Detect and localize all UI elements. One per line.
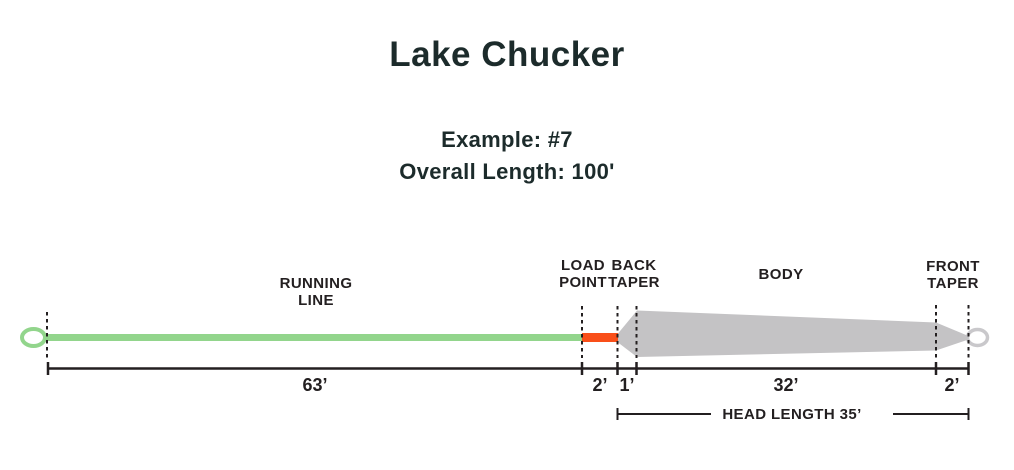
body-label: BODY [758, 266, 804, 283]
length-bracket [46, 362, 970, 375]
head-length-label: HEAD LENGTH 35’ [716, 406, 868, 423]
page-title: Lake Chucker [389, 35, 625, 74]
head-length-bracket [616, 408, 970, 420]
welded-loop-front-icon [965, 327, 990, 348]
back-taper-label: BACK TAPER [608, 257, 660, 291]
front-taper-label: FRONT TAPER [926, 258, 980, 292]
running-line-length: 63’ [302, 375, 328, 395]
front-taper-length: 2’ [944, 375, 960, 395]
section-divider-dashes [46, 305, 970, 359]
body-shape [637, 310, 936, 357]
example-line-weight: Example: #7 [441, 127, 573, 152]
welded-loop-rear-icon [20, 327, 47, 348]
front-taper-shape [936, 322, 969, 351]
running-line-label: RUNNING LINE [279, 275, 353, 309]
overall-length: Overall Length: 100' [399, 159, 615, 184]
back-taper-shape [618, 310, 637, 357]
load-point-label: LOAD POINT [559, 257, 607, 291]
load-point-length: 2’ [592, 375, 608, 395]
body-length: 32’ [773, 375, 799, 395]
back-taper-length: 1’ [619, 375, 635, 395]
